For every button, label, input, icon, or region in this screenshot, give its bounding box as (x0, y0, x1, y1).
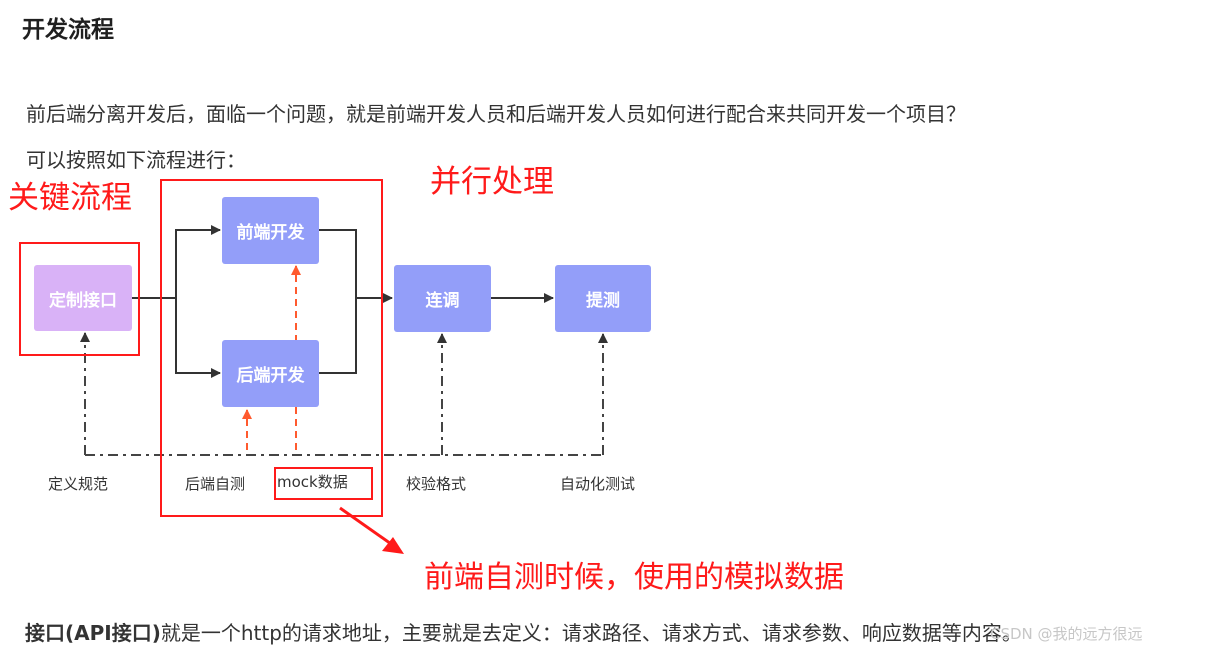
footer-definition: 接口(API接口)就是一个http的请求地址，主要就是去定义：请求路径、请求方式… (25, 617, 1022, 646)
stage-mock-data: mock数据 (277, 473, 348, 491)
footer-text: 就是一个http的请求地址，主要就是去定义：请求路径、请求方式、请求参数、响应数… (160, 621, 1022, 645)
intro-paragraph: 前后端分离开发后，面临一个问题，就是前端开发人员和后端开发人员如何进行配合来共同… (26, 102, 966, 126)
pointer-arrow (339, 506, 404, 554)
page-heading: 开发流程 (22, 17, 114, 43)
node-submit-test: 提测 (555, 265, 651, 332)
mock-arrows (242, 265, 301, 450)
feedback-connectors (80, 332, 608, 456)
stage-auto-test: 自动化测试 (560, 475, 636, 493)
parallel-label: 并行处理 (430, 164, 554, 200)
key-process-label: 关键流程 (8, 180, 132, 216)
node-define-interface: 定制接口 (34, 265, 132, 331)
solid-connectors (132, 225, 554, 378)
node-joint-debug: 连调 (394, 265, 491, 332)
footer-term: 接口(API接口) (25, 621, 161, 645)
watermark: CSDN @我的远方很远 (990, 625, 1143, 643)
stage-check-format: 校验格式 (406, 475, 467, 493)
highlight-frames (19, 179, 383, 517)
mock-note-label: 前端自测时候，使用的模拟数据 (424, 560, 844, 595)
node-frontend-dev: 前端开发 (222, 197, 319, 264)
process-intro: 可以按照如下流程进行： (26, 148, 246, 172)
stage-define-spec: 定义规范 (48, 475, 109, 493)
node-backend-dev: 后端开发 (222, 340, 319, 407)
stage-backend-selftest: 后端自测 (185, 475, 246, 493)
